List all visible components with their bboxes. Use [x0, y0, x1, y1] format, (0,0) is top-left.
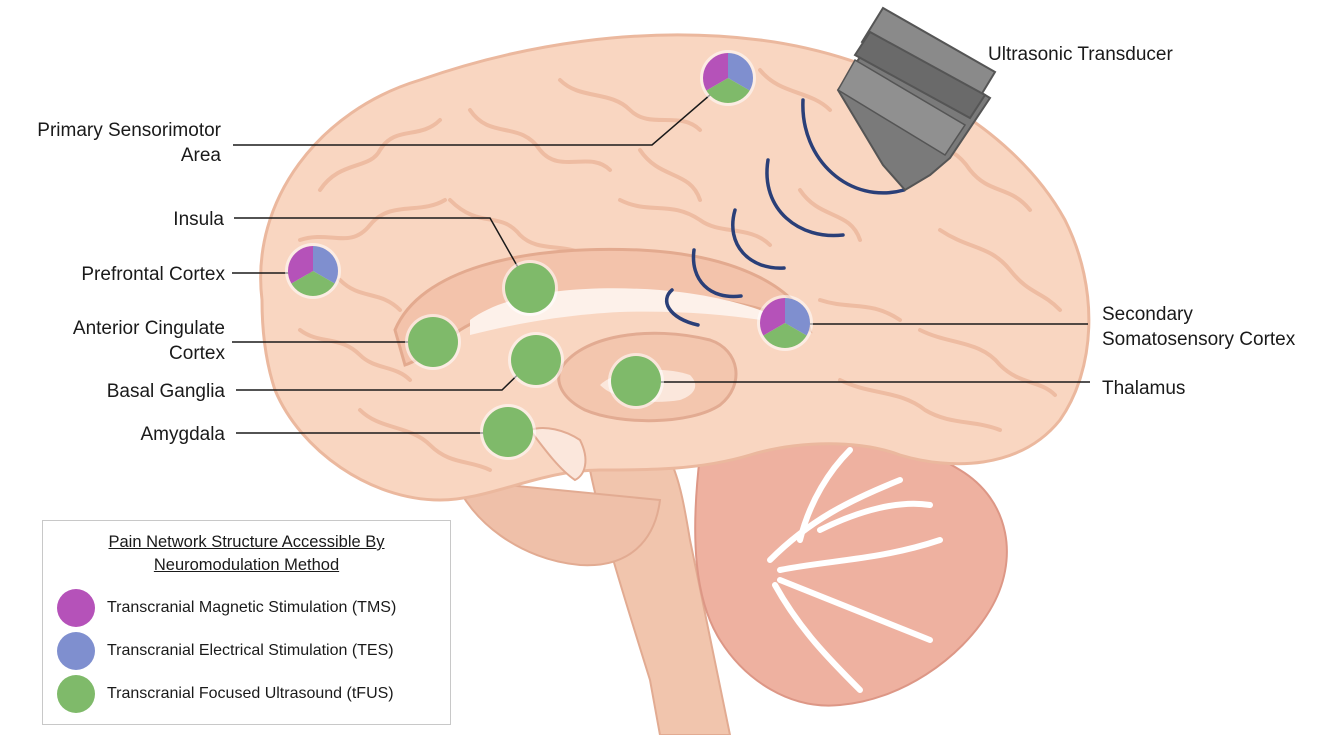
- legend-label-tes: Transcranial Electrical Stimulation (TES…: [107, 640, 394, 662]
- tfus-dot-icon: [57, 675, 95, 713]
- tfus-disc: [408, 317, 458, 367]
- label-primary-sensorimotor-line2: Area: [0, 143, 221, 168]
- label-primary-sensorimotor-line1: Primary Sensorimotor: [0, 118, 221, 143]
- label-basal-ganglia: Basal Ganglia: [0, 379, 225, 404]
- tfus-disc: [611, 356, 661, 406]
- label-secondary-somatosensory-cortex: Secondary Somatosensory Cortex: [1102, 302, 1295, 352]
- label-secondary-line1: Secondary: [1102, 302, 1295, 327]
- legend-title-line1: Pain Network Structure Accessible By: [43, 531, 450, 554]
- label-acc-line1: Anterior Cingulate: [0, 316, 225, 341]
- label-acc-line2: Cortex: [0, 341, 225, 366]
- marker-secondary-somatosensory: [757, 295, 813, 351]
- tms-dot-icon: [57, 589, 95, 627]
- legend: Pain Network Structure Accessible By Neu…: [42, 520, 451, 725]
- label-insula: Insula: [0, 207, 224, 232]
- marker-primary-sensorimotor: [700, 50, 756, 106]
- label-secondary-line2: Somatosensory Cortex: [1102, 327, 1295, 352]
- legend-title-line2: Neuromodulation Method: [43, 554, 450, 577]
- marker-prefrontal-cortex: [285, 243, 341, 299]
- label-anterior-cingulate-cortex: Anterior Cingulate Cortex: [0, 316, 225, 366]
- tes-dot-icon: [57, 632, 95, 670]
- marker-insula: [502, 260, 558, 316]
- label-primary-sensorimotor: Primary Sensorimotor Area: [0, 118, 221, 168]
- marker-thalamus: [608, 353, 664, 409]
- label-amygdala: Amygdala: [0, 422, 225, 447]
- tfus-disc: [483, 407, 533, 457]
- tfus-disc: [511, 335, 561, 385]
- marker-anterior-cingulate: [405, 314, 461, 370]
- label-ultrasonic-transducer: Ultrasonic Transducer: [988, 42, 1173, 67]
- label-prefrontal-cortex: Prefrontal Cortex: [0, 262, 225, 287]
- label-thalamus: Thalamus: [1102, 376, 1185, 401]
- cerebellum: [695, 430, 1007, 705]
- tfus-disc: [505, 263, 555, 313]
- legend-title: Pain Network Structure Accessible By Neu…: [43, 531, 450, 577]
- marker-amygdala: [480, 404, 536, 460]
- marker-basal-ganglia: [508, 332, 564, 388]
- legend-label-tms: Transcranial Magnetic Stimulation (TMS): [107, 597, 396, 619]
- legend-label-tfus: Transcranial Focused Ultrasound (tFUS): [107, 683, 394, 705]
